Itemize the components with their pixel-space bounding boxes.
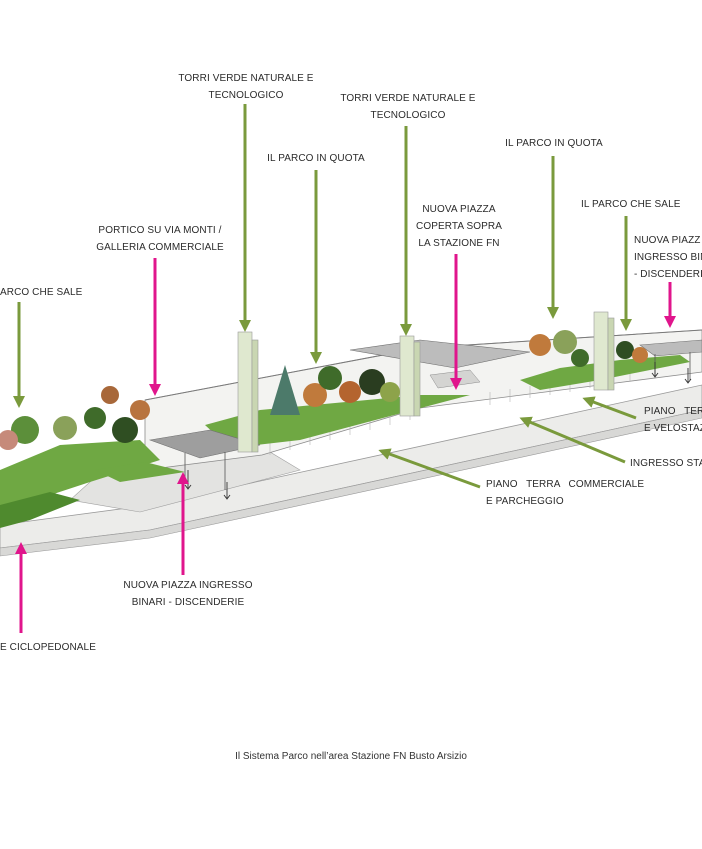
tree [571,349,589,367]
label-parco-sale-right: IL PARCO CHE SALE [581,199,681,210]
descent-markers [184,362,692,500]
tree [112,417,138,443]
canopies [148,339,702,490]
tree [84,407,106,429]
tree [101,386,119,404]
tree [303,383,327,407]
green-towers [237,311,615,453]
tree [359,369,385,395]
label-piano-terra-commerciale: PIANO TERRA COMMERCIALE E PARCHEGGIO [486,479,645,507]
canopy-right [639,339,702,357]
tree [318,366,342,390]
tree [11,416,39,444]
label-ciclopedonale: E CICLOPEDONALE [0,642,96,653]
canopy-left [148,429,261,459]
trees [0,330,648,450]
tree [616,341,634,359]
label-nuova-piazza-ingresso: NUOVA PIAZZA INGRESSO BINARI - DISCENDER… [123,580,253,608]
label-piano-terra-velostazione: PIANO TERR E VELOSTAZIO [644,406,702,434]
sloping-park-lower [0,492,80,528]
label-parco-sale-left: ARCO CHE SALE [0,287,83,298]
tree [0,430,18,450]
figure-caption: Il Sistema Parco nell’area Stazione FN B… [235,751,467,762]
tree [130,400,150,420]
magenta-arrows [15,254,676,633]
tree [632,347,648,363]
label-ingresso-stazione: INGRESSO STAZ [630,458,702,469]
tower-2 [399,335,415,417]
label-parco-quota-2: IL PARCO IN QUOTA [505,138,603,149]
arrow-piano-terra-velostazione [582,396,637,420]
plaza-lawn [95,462,185,482]
sloping-park-left [0,440,160,520]
label-torri-2: TORRI VERDE NATURALE E TECNOLOGICO [340,93,476,121]
conifer [270,365,300,415]
tree [339,381,361,403]
tower-1 [237,331,253,453]
label-parco-quota-1: IL PARCO IN QUOTA [267,153,365,164]
ground-edge [0,409,702,557]
tree [53,416,77,440]
tree [529,334,551,356]
tower-3 [593,311,609,391]
green-arrows [12,104,637,489]
label-nuova-piazza-right: NUOVA PIAZZ INGRESSO BINA - DISCENDERI [634,235,702,280]
arrow-piano-terra-commerciale [378,448,481,489]
arrow-ingresso-stazione [519,416,626,464]
label-portico: PORTICO SU VIA MONTI / GALLERIA COMMERCI… [96,225,224,253]
tree [553,330,577,354]
tree [380,382,400,402]
label-nuova-piazza-coperta: NUOVA PIAZZA COPERTA SOPRA LA STAZIONE F… [416,204,502,249]
label-torri-1: TORRI VERDE NATURALE E TECNOLOGICO [178,73,314,101]
